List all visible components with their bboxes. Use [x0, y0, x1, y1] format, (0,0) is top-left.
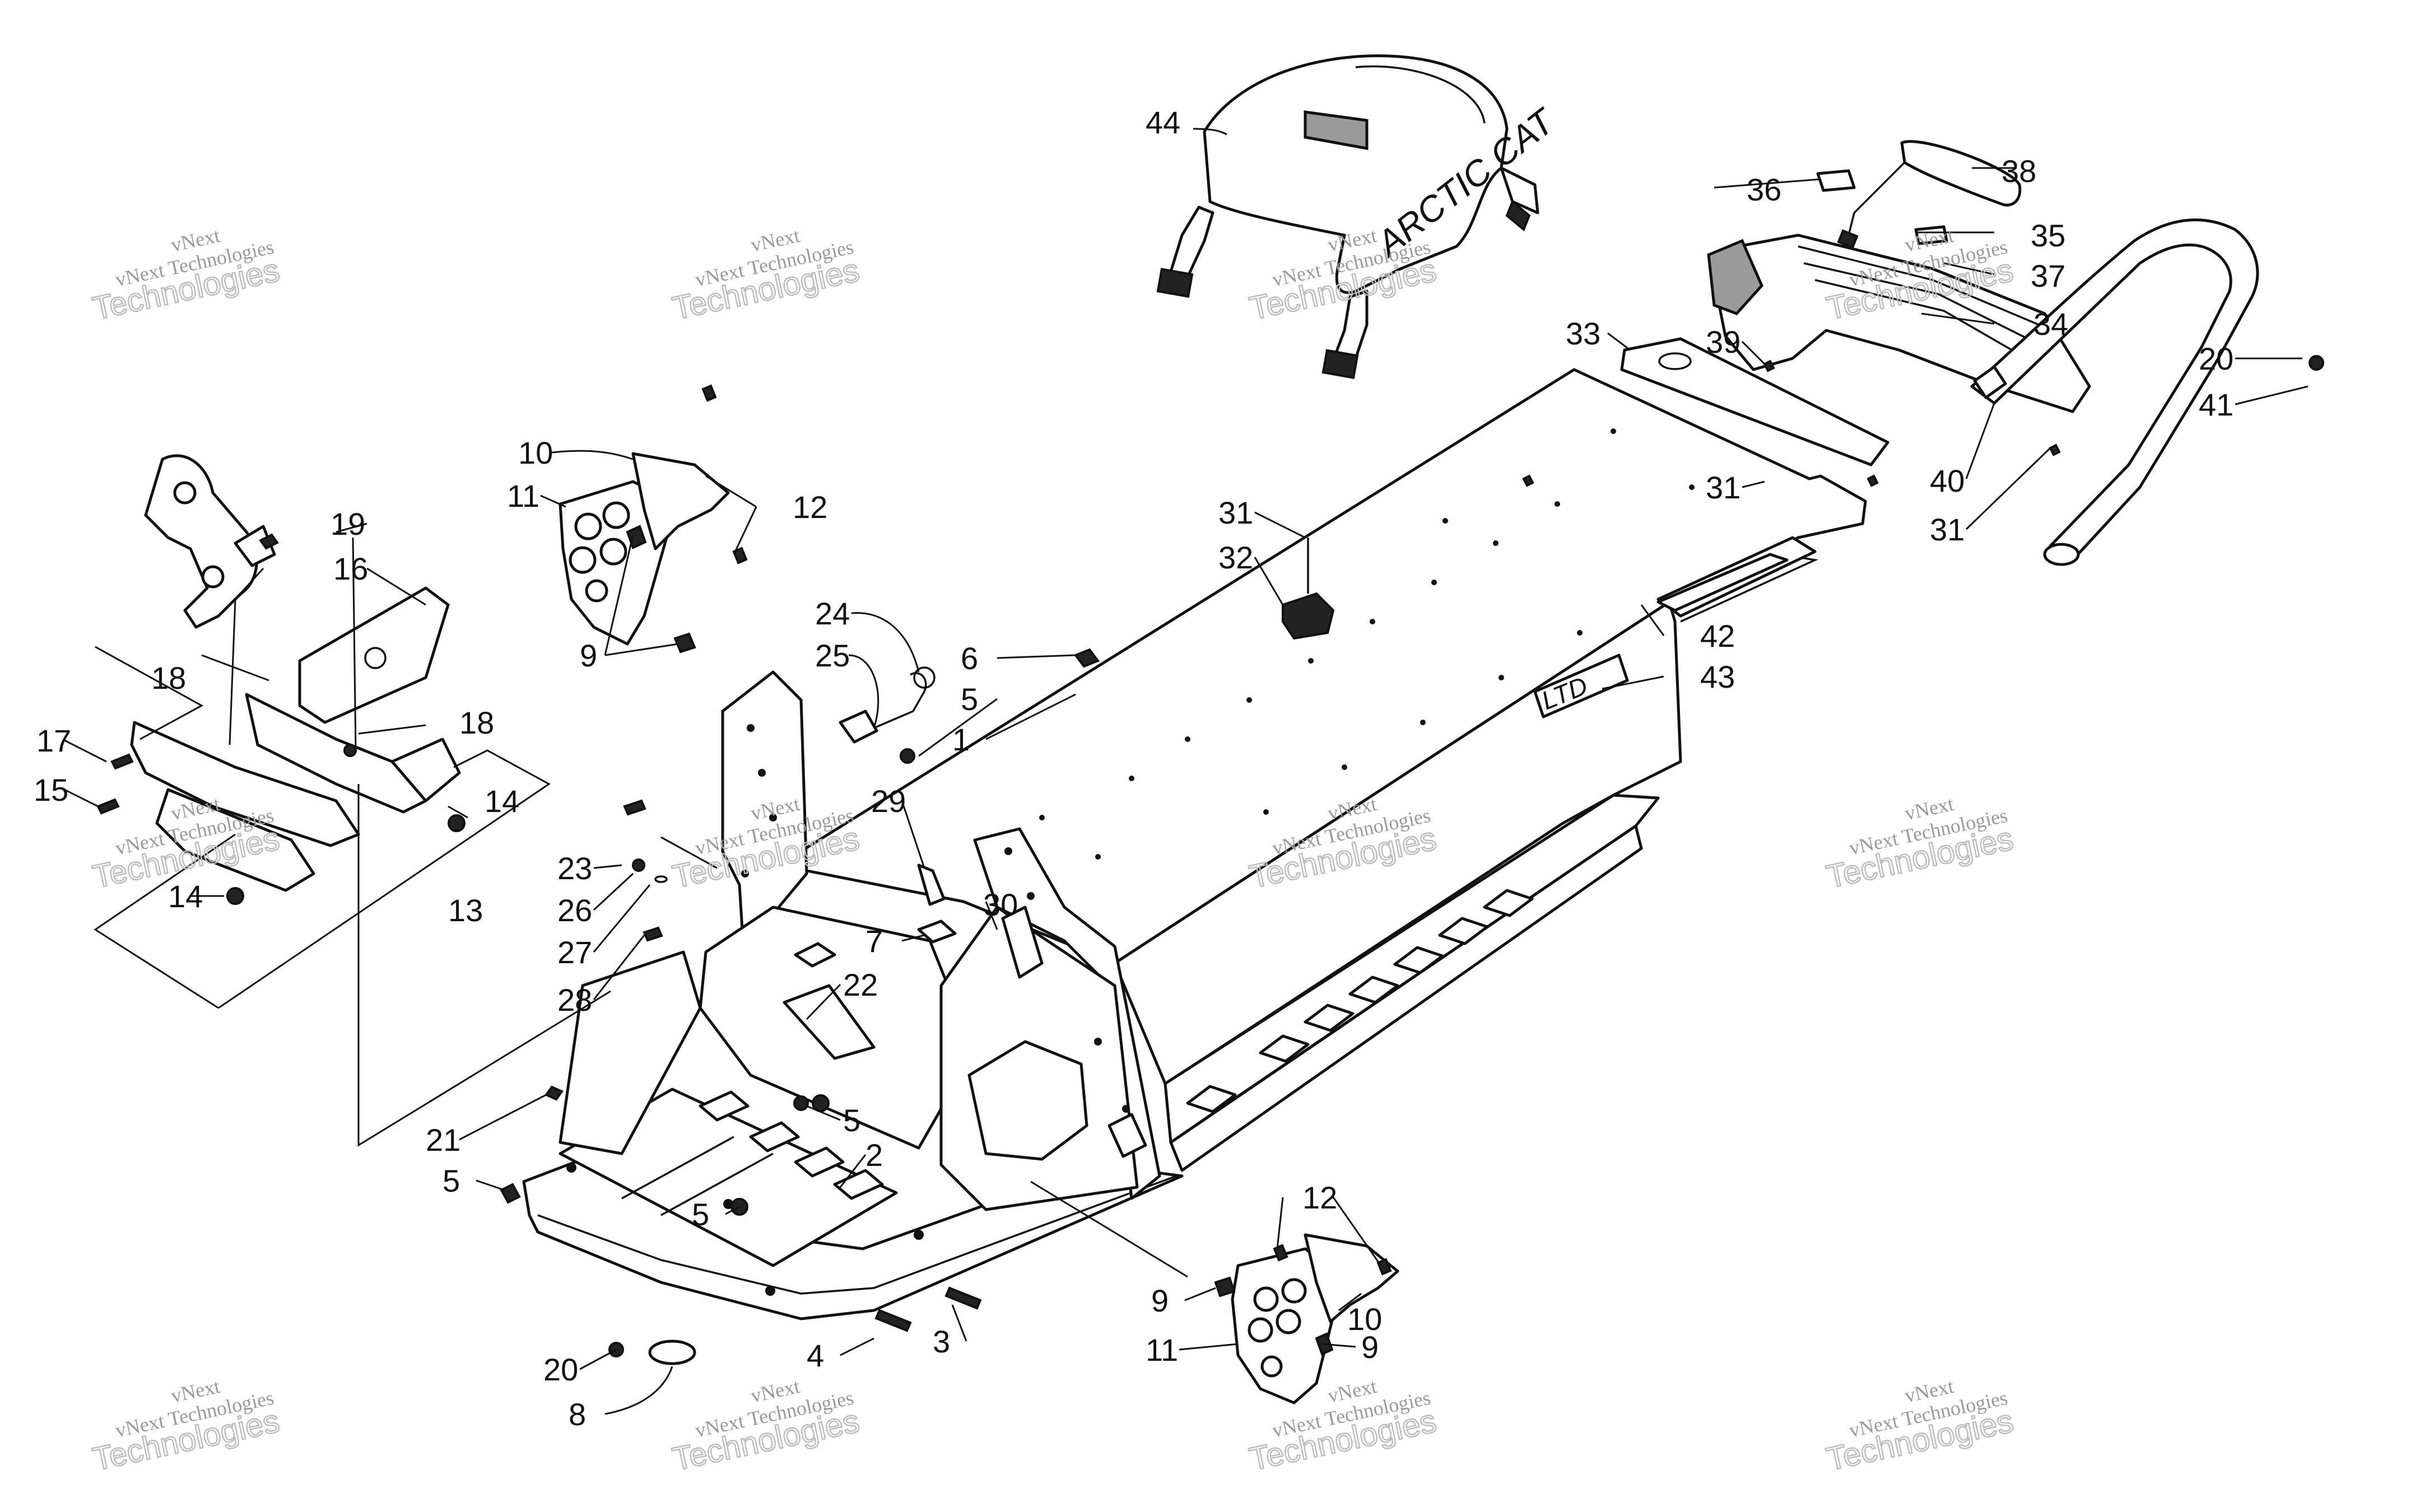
callout-36: 36 — [1747, 172, 1781, 207]
callout-20: 20 — [543, 1352, 578, 1387]
callout-11: 11 — [507, 478, 539, 514]
front-bulkhead — [522, 670, 1184, 1320]
callout-31: 31 — [1706, 470, 1740, 505]
callout-33: 33 — [1566, 316, 1600, 351]
callout-25: 25 — [815, 638, 850, 673]
callout-40: 40 — [1930, 463, 1965, 498]
callout-18: 18 — [459, 705, 494, 740]
callout-15: 15 — [34, 772, 68, 808]
callout-31: 31 — [1218, 495, 1253, 530]
callout-6: 6 — [961, 641, 978, 676]
callout-30: 30 — [983, 887, 1018, 922]
rear-decal — [1656, 553, 1789, 612]
callout-5: 5 — [443, 1163, 460, 1198]
callout-21: 21 — [426, 1122, 460, 1158]
upper-footrest — [559, 384, 748, 654]
seat: ARCTIC CAT — [1156, 54, 1563, 379]
hardware — [500, 360, 2061, 1365]
tail-section — [1620, 140, 2324, 566]
callout-35: 35 — [2031, 218, 2065, 253]
callout-20: 20 — [2199, 341, 2233, 376]
callout-23: 23 — [557, 851, 592, 886]
callout-5: 5 — [692, 1197, 709, 1232]
leader-lines — [64, 128, 2309, 1415]
callout-38: 38 — [2002, 153, 2036, 189]
callout-5: 5 — [843, 1103, 860, 1138]
callout-42: 42 — [1700, 618, 1735, 654]
deck-holes — [1039, 428, 1695, 860]
callout-17: 17 — [36, 723, 71, 758]
callout-22: 22 — [843, 967, 878, 1002]
callout-24: 24 — [815, 596, 850, 631]
callout-9: 9 — [1151, 1283, 1169, 1318]
callout-26: 26 — [557, 893, 592, 928]
callout-7: 7 — [865, 923, 883, 959]
callout-43: 43 — [1700, 659, 1735, 694]
callout-14: 14 — [168, 879, 203, 914]
callout-11: 11 — [1146, 1332, 1178, 1368]
callout-2: 2 — [865, 1137, 883, 1173]
callout-9: 9 — [1361, 1329, 1379, 1365]
callout-39: 39 — [1706, 324, 1740, 360]
callout-12: 12 — [793, 489, 827, 525]
callout-41: 41 — [2199, 387, 2233, 422]
callout-4: 4 — [807, 1338, 824, 1373]
callout-32: 32 — [1218, 540, 1253, 575]
callout-8: 8 — [569, 1397, 586, 1432]
callout-12: 12 — [1302, 1180, 1337, 1215]
callout-28: 28 — [557, 982, 592, 1018]
callout-1: 1 — [952, 722, 970, 757]
callout-31: 31 — [1930, 512, 1965, 547]
callout-16: 16 — [333, 551, 368, 586]
callout-19: 19 — [331, 506, 365, 542]
callout-13: 13 — [448, 893, 483, 928]
callout-37: 37 — [2031, 258, 2065, 293]
front-bracket-assembly — [94, 454, 551, 1009]
callout-18: 18 — [151, 660, 186, 696]
callout-9: 9 — [580, 638, 597, 673]
callout-29: 29 — [871, 783, 906, 819]
callout-27: 27 — [557, 935, 592, 970]
callout-5: 5 — [961, 682, 978, 717]
chassis-tunnel: LTD — [777, 368, 1867, 1172]
callout-34: 34 — [2033, 306, 2068, 342]
callout-44: 44 — [1146, 105, 1180, 140]
callout-14: 14 — [485, 783, 519, 819]
callout-10: 10 — [1347, 1301, 1382, 1337]
running-board-cutouts — [1186, 889, 1534, 1113]
callout-10: 10 — [518, 435, 553, 470]
callout-labels: 1234555567899910101111121213141415161718… — [34, 105, 2233, 1432]
callout-3: 3 — [933, 1324, 950, 1359]
